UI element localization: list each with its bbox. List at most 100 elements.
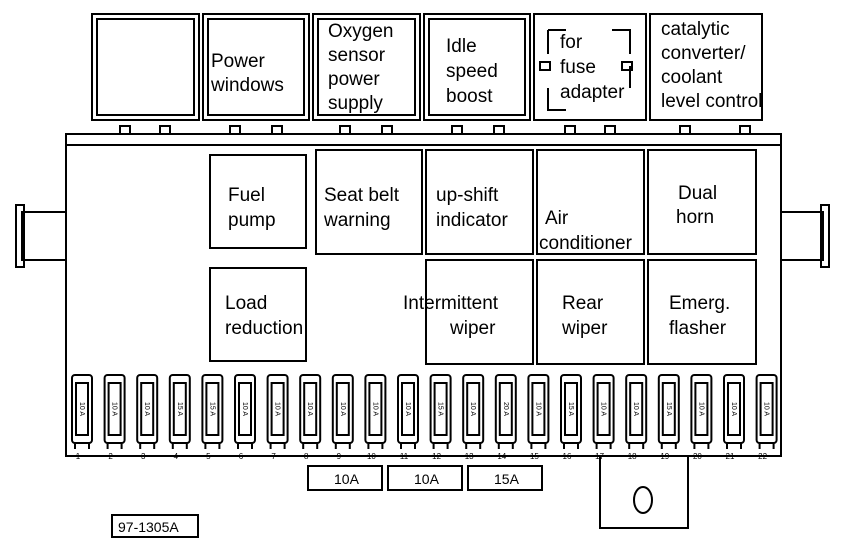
top-relay-5-line-1: for	[560, 32, 583, 53]
right-mount-tab	[780, 204, 830, 268]
top-relay-5-box	[533, 13, 647, 121]
fuse-element	[107, 382, 122, 436]
fuse-number: 12	[432, 452, 441, 461]
fuse-number: 9	[337, 452, 342, 461]
fuse-body	[690, 374, 713, 444]
fuse-number: 22	[758, 452, 767, 461]
fuse-legs	[465, 443, 482, 449]
fuse-legs	[693, 443, 710, 449]
fuse-element	[238, 382, 252, 436]
spare-fuse-2	[387, 465, 463, 491]
relay-intermittent-wiper-box	[425, 259, 534, 365]
relay-rear-wiper-line-2: wiper	[561, 318, 608, 339]
fuse-body	[494, 374, 517, 444]
relay-dual-horn-line-1: Dual	[678, 183, 717, 204]
spare-fuse-3-rating: 15A	[494, 471, 520, 487]
fuse-legs	[367, 443, 384, 449]
top-relay-4-box	[423, 13, 531, 121]
fuse-rating: 10 A	[111, 402, 118, 416]
fuse-number: 19	[660, 452, 669, 461]
relay-emerg-flasher-label: Emerg. flasher	[669, 293, 730, 339]
top-relay-6-box	[649, 13, 763, 121]
top-relay-2-label: Power windows	[210, 51, 284, 96]
fuse-element	[498, 382, 513, 436]
relay-rear-wiper-line-1: Rear	[562, 293, 604, 314]
relay-upshift-line-1: up-shift	[436, 185, 499, 206]
relay-upshift-label: up-shift indicator	[436, 185, 508, 231]
fuse-number: 15	[530, 452, 539, 461]
relay-seat-belt-label: Seat belt warning	[323, 185, 400, 231]
fuse-rating: 10 A	[274, 402, 281, 416]
fuse-3: 10 A3	[136, 374, 159, 461]
fuse-element	[433, 382, 448, 436]
fuse-legs	[432, 443, 449, 449]
relay-fuel-pump-line-1: Fuel	[228, 185, 265, 206]
fuse-number: 18	[628, 452, 637, 461]
fuse-legs	[628, 443, 645, 449]
fuse-rating: 20 A	[502, 402, 509, 416]
fuse-legs	[139, 443, 156, 449]
fuse-legs	[106, 443, 123, 449]
figure-id: 97-1305A	[118, 519, 179, 535]
fuse-element	[694, 382, 709, 436]
relay-upshift-box	[425, 149, 534, 255]
relay-load-reduction-line-2: reduction	[225, 318, 303, 339]
fuse-body	[103, 374, 126, 444]
top-relay-6-line-3: coolant	[661, 67, 723, 88]
relay-load-reduction-label: Load reduction	[225, 293, 303, 339]
top-relay-5-label: for fuse adapter	[560, 32, 625, 103]
fuse-element	[596, 382, 611, 436]
top-relay-5-line-3: adapter	[560, 82, 625, 103]
fuse-1: 10 A1	[71, 374, 93, 461]
fuse-11: 10 A11	[397, 374, 419, 461]
fuse-rating: 10 A	[371, 402, 378, 416]
top-relay-2-line-2: windows	[210, 75, 284, 96]
relay-dual-horn-line-2: horn	[676, 207, 714, 228]
fuse-19: 15 A 19	[657, 374, 680, 461]
fuse-2: 10 A 2	[103, 374, 126, 461]
fuse-element	[466, 382, 481, 436]
fuse-rating: 10 A	[339, 402, 346, 416]
relay-emerg-flasher-line-2: flasher	[669, 318, 727, 339]
fuse-rating: 10 A	[632, 402, 639, 416]
fuse-number: 2	[108, 452, 113, 461]
fuse-20: 10 A20	[690, 374, 713, 461]
relay-seat-belt-box	[315, 149, 423, 255]
fuse-rating: 10 A	[143, 402, 150, 416]
fuse-legs	[400, 443, 416, 449]
fuse-body	[397, 374, 419, 444]
top-relay-2-inner	[207, 18, 305, 116]
fuse-element	[172, 382, 187, 436]
relay-dual-horn-label: Dual horn	[676, 183, 717, 228]
fuse-body	[136, 374, 159, 444]
relay-dual-horn-box	[647, 149, 757, 255]
figure-id-box	[111, 514, 199, 538]
fuse-element	[368, 382, 383, 436]
relay-load-reduction-line-1: Load	[225, 293, 267, 314]
fuse-body	[364, 374, 387, 444]
relay-upshift-line-2: indicator	[436, 210, 508, 231]
fuse-body	[266, 374, 289, 444]
fuse-legs	[204, 443, 221, 449]
fuse-element	[727, 382, 741, 436]
fuse-rating: 15 A	[567, 402, 574, 416]
relay-seat-belt-line-1: Seat belt	[324, 185, 400, 206]
fuse-body	[592, 374, 615, 444]
relay-fuel-pump-label: Fuel pump	[228, 185, 276, 231]
fuse-body	[299, 374, 322, 444]
fuse-12: 15 A12	[429, 374, 452, 461]
fuse-15: 10 A15	[527, 374, 550, 461]
fuse-body	[657, 374, 680, 444]
fuse-rating: 15 A	[665, 402, 672, 416]
relay-rear-wiper-box	[536, 259, 645, 365]
fuse-body	[723, 374, 745, 444]
fuse-legs	[595, 443, 612, 449]
fuse-legs	[758, 443, 775, 449]
fuse-body	[201, 374, 224, 444]
fuse-body	[560, 374, 582, 444]
fuse-number: 7	[271, 452, 276, 461]
fuse-number: 16	[563, 452, 572, 461]
top-relay-3-box	[312, 13, 421, 121]
connector-hole	[633, 486, 653, 514]
